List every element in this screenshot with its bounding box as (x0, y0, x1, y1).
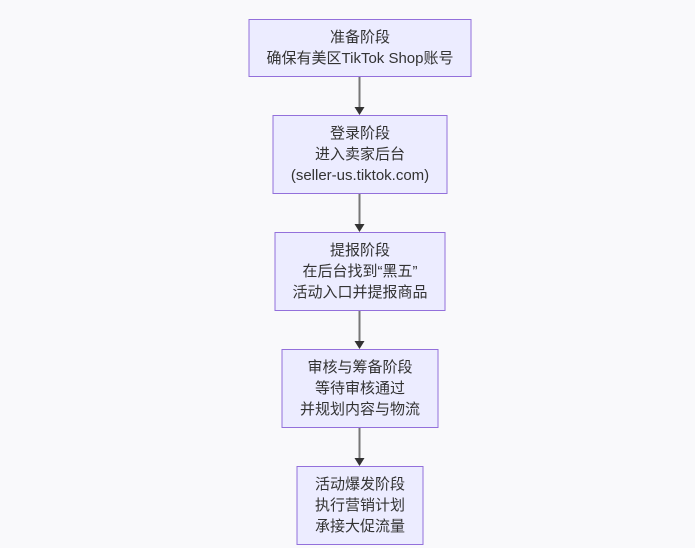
arrow-down-icon (354, 341, 365, 349)
arrow-line (358, 77, 361, 107)
node-burst-desc-2: 承接大促流量 (314, 518, 406, 535)
flow-node-burst: 活动爆发阶段 执行营销计划 承接大促流量 (296, 466, 424, 545)
flow-node-review: 审核与筹备阶段 等待审核通过 并规划内容与物流 (281, 349, 439, 428)
node-prepare-desc: 确保有美区TikTok Shop账号 (266, 50, 454, 67)
node-burst-title: 活动爆发阶段 (314, 476, 406, 493)
arrow-down-icon (354, 107, 365, 115)
flow-node-login: 登录阶段 进入卖家后台 (seller-us.tiktok.com) (272, 115, 448, 194)
node-login-url: (seller-us.tiktok.com) (290, 167, 430, 184)
flow-column: 准备阶段 确保有美区TikTok Shop账号 登录阶段 进入卖家后台 (sel… (248, 19, 472, 545)
flow-arrow-1 (353, 77, 367, 115)
node-review-title: 审核与筹备阶段 (307, 359, 413, 376)
node-submit-desc-2: 活动入口并提报商品 (292, 284, 428, 301)
flow-node-prepare: 准备阶段 确保有美区TikTok Shop账号 (248, 19, 472, 77)
flow-arrow-4 (353, 428, 367, 466)
flow-arrow-3 (353, 311, 367, 349)
node-review-desc-1: 等待审核通过 (314, 380, 406, 397)
node-review-desc-2: 并规划内容与物流 (299, 401, 421, 418)
flow-node-submit: 提报阶段 在后台找到“黑五” 活动入口并提报商品 (274, 232, 446, 311)
node-submit-desc-1: 在后台找到“黑五” (302, 263, 418, 280)
arrow-line (358, 194, 361, 224)
node-prepare-title: 准备阶段 (329, 29, 391, 46)
node-burst-desc-1: 执行营销计划 (314, 497, 406, 514)
arrow-line (358, 311, 361, 341)
node-login-desc: 进入卖家后台 (314, 146, 406, 163)
arrow-line (358, 428, 361, 458)
flow-arrow-2 (353, 194, 367, 232)
arrow-down-icon (354, 224, 365, 232)
node-login-title: 登录阶段 (329, 125, 391, 142)
node-submit-title: 提报阶段 (329, 242, 391, 259)
arrow-down-icon (354, 458, 365, 466)
